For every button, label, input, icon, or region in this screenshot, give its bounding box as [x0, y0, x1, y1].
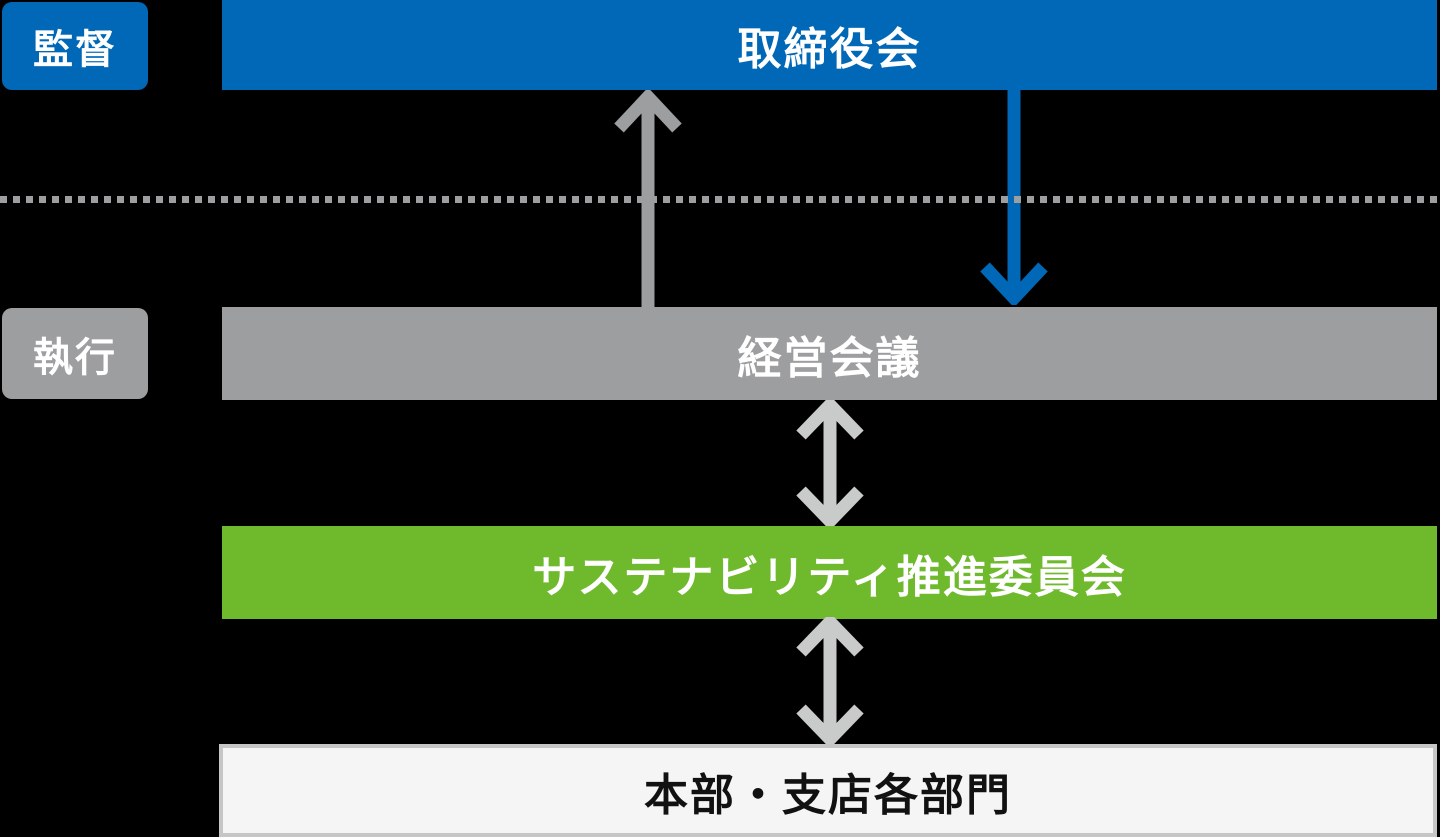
- supervision-execution-divider: [0, 196, 1440, 203]
- node-board-of-directors: 取締役会: [222, 0, 1437, 90]
- arrow-management-to-board-up-icon: [614, 90, 682, 309]
- side-label-supervision: 監督: [2, 2, 148, 90]
- node-management-meeting: 経営会議: [222, 307, 1437, 400]
- arrow-board-to-management-down-icon: [980, 89, 1048, 305]
- node-departments: 本部・支店各部門: [219, 744, 1437, 837]
- node-sustainability-committee: サステナビリティ推進委員会: [222, 526, 1437, 619]
- arrow-management-committee-both-icon: [796, 400, 864, 526]
- arrow-committee-departments-both-icon: [796, 617, 864, 744]
- side-label-execution: 執行: [2, 308, 148, 399]
